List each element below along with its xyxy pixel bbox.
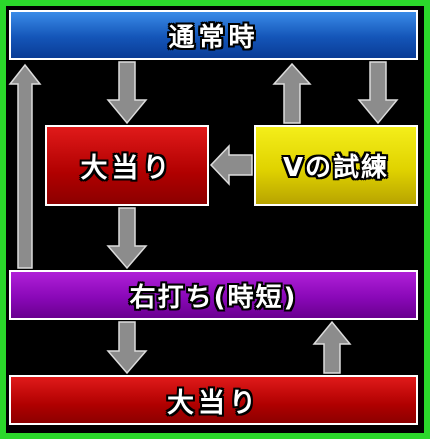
arrow-trial-to-jackpot xyxy=(209,144,253,186)
node-v-trial: Vの試練 xyxy=(254,125,418,206)
node-rush-time-short: 右打ち(時短) xyxy=(9,270,418,320)
arrow-rush-to-normal xyxy=(8,63,42,269)
arrows-layer xyxy=(8,61,399,375)
node-jackpot-1: 大当り xyxy=(45,125,209,206)
arrow-normal-to-trial xyxy=(357,61,399,125)
arrow-trial-to-normal xyxy=(272,62,312,124)
arrow-jackpot-to-rush xyxy=(106,207,148,270)
node-normal-mode: 通常時 xyxy=(9,10,418,60)
arrow-rush-to-jackpot xyxy=(106,321,148,375)
arrow-normal-to-jackpot xyxy=(106,61,148,125)
node-jackpot-2: 大当り xyxy=(9,375,418,425)
arrow-jackpot-to-rush-return xyxy=(312,320,352,374)
